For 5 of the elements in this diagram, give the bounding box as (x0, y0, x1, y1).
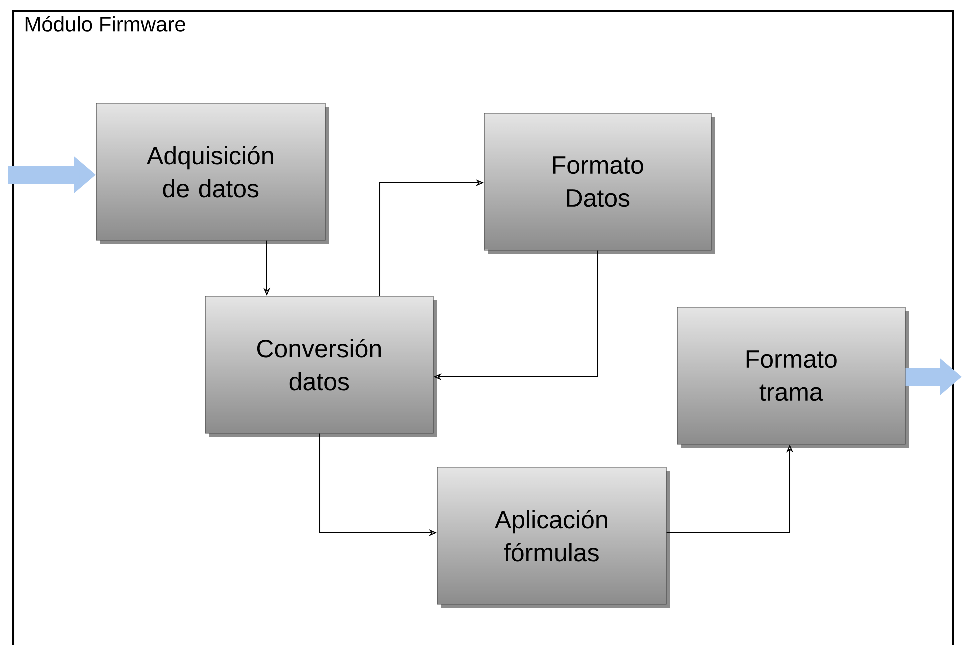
process-box: Formato trama (677, 307, 906, 445)
process-box: Formato Datos (484, 113, 712, 251)
process-box: Aplicación fórmulas (437, 467, 667, 605)
process-box: Adquisición de datos (96, 103, 326, 241)
process-box: Conversión datos (205, 296, 434, 434)
